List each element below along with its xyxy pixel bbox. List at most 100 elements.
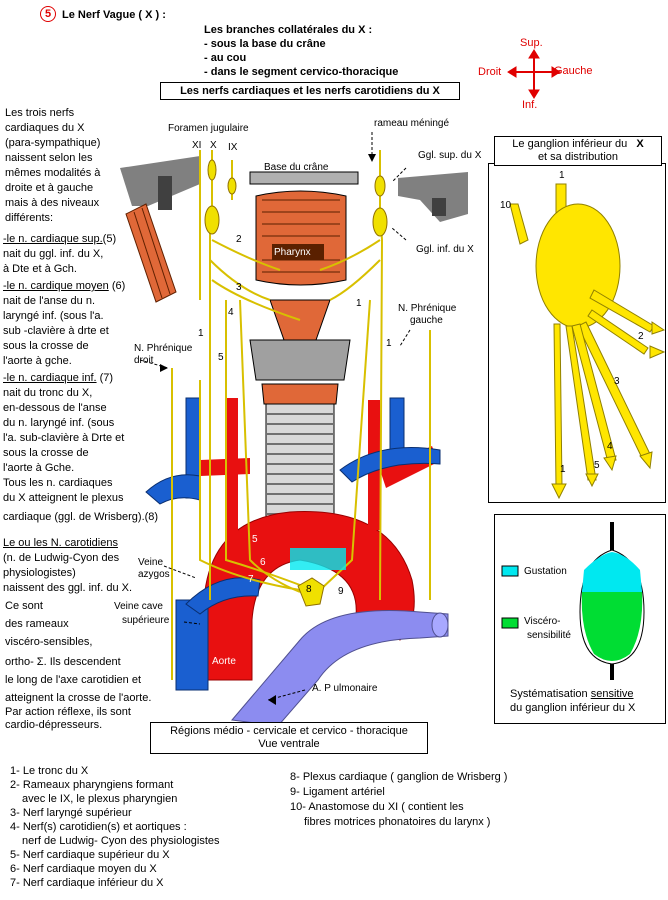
cardiac-inf-line: Tous les n. cardiaques [3,477,113,489]
label-aorte: Aorte [212,656,236,667]
ligament [290,548,346,570]
legend-item: 5- Nerf cardiaque supérieur du X [10,849,170,861]
ganglion-title-line2: et sa distribution [537,151,619,163]
subtitle-box: Les nerfs cardiaques et les nerfs caroti… [160,82,460,100]
ganglion-distribution-drawing [509,183,666,500]
cardiac-inf-heading: -le n. cardiaque inf. [3,372,97,384]
carotid-more-line: le long de l'axe carotidien et [5,674,142,686]
legend-item: 9- Ligament artériel [290,786,385,798]
label-n3: 3 [236,282,242,293]
intro-line: Les trois nerfs [5,107,75,119]
legend-item: 2- Rameaux pharyngiens formant [10,779,174,791]
legend-item: 7- Nerf cardiaque inférieur du X [10,877,164,889]
ganglion-label-1: 1 [560,464,566,475]
cardiac-moyen-line: nait de l'anse du n. [3,295,96,307]
cardiac-moyen-number: (6) [111,280,126,292]
label-xi: XI [192,140,202,151]
cardiac-moyen-section: -le n. cardique moyen (6) nait de l'anse… [3,279,125,369]
cardiac-moyen-line: sub -clavière à drte et [3,325,109,337]
ganglion-title-line1: Le ganglion inférieur du X [495,138,661,151]
ganglion-title-x: X [636,138,644,150]
syst-caption-1: Systématisation sensitive [510,688,634,701]
label-veine-cave-line: supérieure [122,615,170,626]
systematisation-drawing [501,522,645,680]
legend-item: 1- Le tronc du X [10,765,89,777]
carotid-more-line: viscéro-sensibles, [5,636,93,648]
label-n4: 4 [228,307,234,318]
carotid-line: physiologistes) [3,567,76,579]
intro-text: Les trois nerfs cardiaques du X (para-sy… [5,106,100,226]
cardiac-inf-line: nait du tronc du X, [3,387,93,399]
intro-line: cardiaques du X [5,122,85,134]
label-phrenique-gauche: N. Phrénique gauche [398,303,456,327]
cardiac-inf-line: en-dessous de l'anse [3,402,107,414]
ganglion-label-5: 5 [594,460,600,471]
cardiac-moyen-line: l'aorte à gche. [3,355,72,367]
label-rameau-meninge: rameau méningé [374,118,450,129]
label-pharynx: Pharynx [274,247,311,258]
intro-line: différents: [5,212,54,224]
intro-line: droite et à gauche [5,182,94,194]
branches-title: Les branches collatérales du X : [204,24,373,36]
label-n1-mid: 1 [356,298,362,309]
ganglion-label-4: 4 [607,441,613,452]
region-caption-2: Vue ventrale [258,738,320,750]
carotid-more-line: cardio-dépresseurs. [5,719,103,731]
label-x: X [210,140,217,151]
ganglion-label-top: 1 [559,170,565,181]
label-veine-cave: Veine cave supérieure [114,600,169,628]
aortic-arch [200,398,438,681]
label-n2: 2 [236,234,242,245]
label-ggl-sup: Ggl. sup. du X [418,150,482,161]
label-n8: 8 [306,584,312,595]
cardiac-moyen-line: laryngé inf. (sous l'a. [3,310,104,322]
cardiac-inf-line: l'a. sub-clavière à Drte et [3,432,125,444]
region-caption-box: Régions médio - cervicale et cervico - t… [150,722,428,754]
cardiac-sup-line: à Dte et à Gch. [3,263,77,275]
orientation-compass [507,49,561,99]
carotid-section: Le ou les N. carotidiens (n. de Ludwig-C… [3,536,132,596]
intro-line: naissent selon les [5,152,93,164]
region-caption-1: Régions médio - cervicale et cervico - t… [170,725,408,737]
legend-item: 3- Nerf laryngé supérieur [10,807,132,819]
compass-down: Inf. [522,99,538,111]
syst-visc-2: sensibilité [527,630,571,641]
label-n1-left: 1 [198,328,204,339]
cardiac-inf-line: sous la crosse de [3,447,89,459]
carotid-line: naissent des ggl. inf. du X. [3,582,133,594]
ganglion-title: Le ganglion inférieur du [512,138,628,150]
label-n7: 7 [248,574,254,585]
cardiac-inf-line: l'aorte à Gche. [3,462,75,474]
label-phrenique-gauche-line: gauche [410,315,443,326]
label-n1-right: 1 [386,338,392,349]
syst-caption-1b: sensitive [590,688,634,700]
carotid-heading: Le ou les N. carotidiens [3,537,118,549]
page-title: Le Nerf Vague ( X ) : [62,9,166,21]
label-veine-azygos-line: Veine [138,557,164,568]
compass-right: Gauche [554,65,593,77]
figure-number-text: 5 [44,8,52,20]
label-foramen: Foramen jugulaire [168,123,249,134]
carotid-more-line: ortho- Σ. Ils descendent [5,656,121,668]
legend-item: fibres motrices phonatoires du larynx ) [304,816,491,828]
branch-2: - au cou [204,52,247,64]
cardiac-sup-number: (5) [102,233,117,245]
larynx-trachea [249,299,351,531]
label-phrenique-droit: N. Phrénique droit [134,343,192,367]
label-veine-azygos-line: azygos [138,569,170,580]
legend-left: 1- Le tronc du X 2- Rameaux pharyngiens … [10,764,220,890]
branch-3: - dans le segment cervico-thoracique [204,66,399,78]
legend-right: 8- Plexus cardiaque ( ganglion de Wrisbe… [290,770,507,830]
carotid-line: (n. de Ludwig-Cyon des [3,552,120,564]
label-veine-azygos: Veine azygos [138,557,170,581]
legend-item: 8- Plexus cardiaque ( ganglion de Wrisbe… [290,771,508,783]
legend-item: 6- Nerf cardiaque moyen du X [10,863,157,875]
legend-item: nerf de Ludwig- Cyon des physiologistes [22,835,220,847]
nerve-ganglia [204,159,388,607]
compass-left: Droit [478,66,502,78]
legend-item: avec le IX, le plexus pharyngien [22,793,178,805]
label-ix: IX [228,142,238,153]
carotid-more-line: atteignent la crosse de l'aorte. [5,692,152,704]
cardiac-sup-heading: -le n. cardiaque sup. [3,233,103,245]
syst-visc-1: Viscéro- [524,616,561,627]
